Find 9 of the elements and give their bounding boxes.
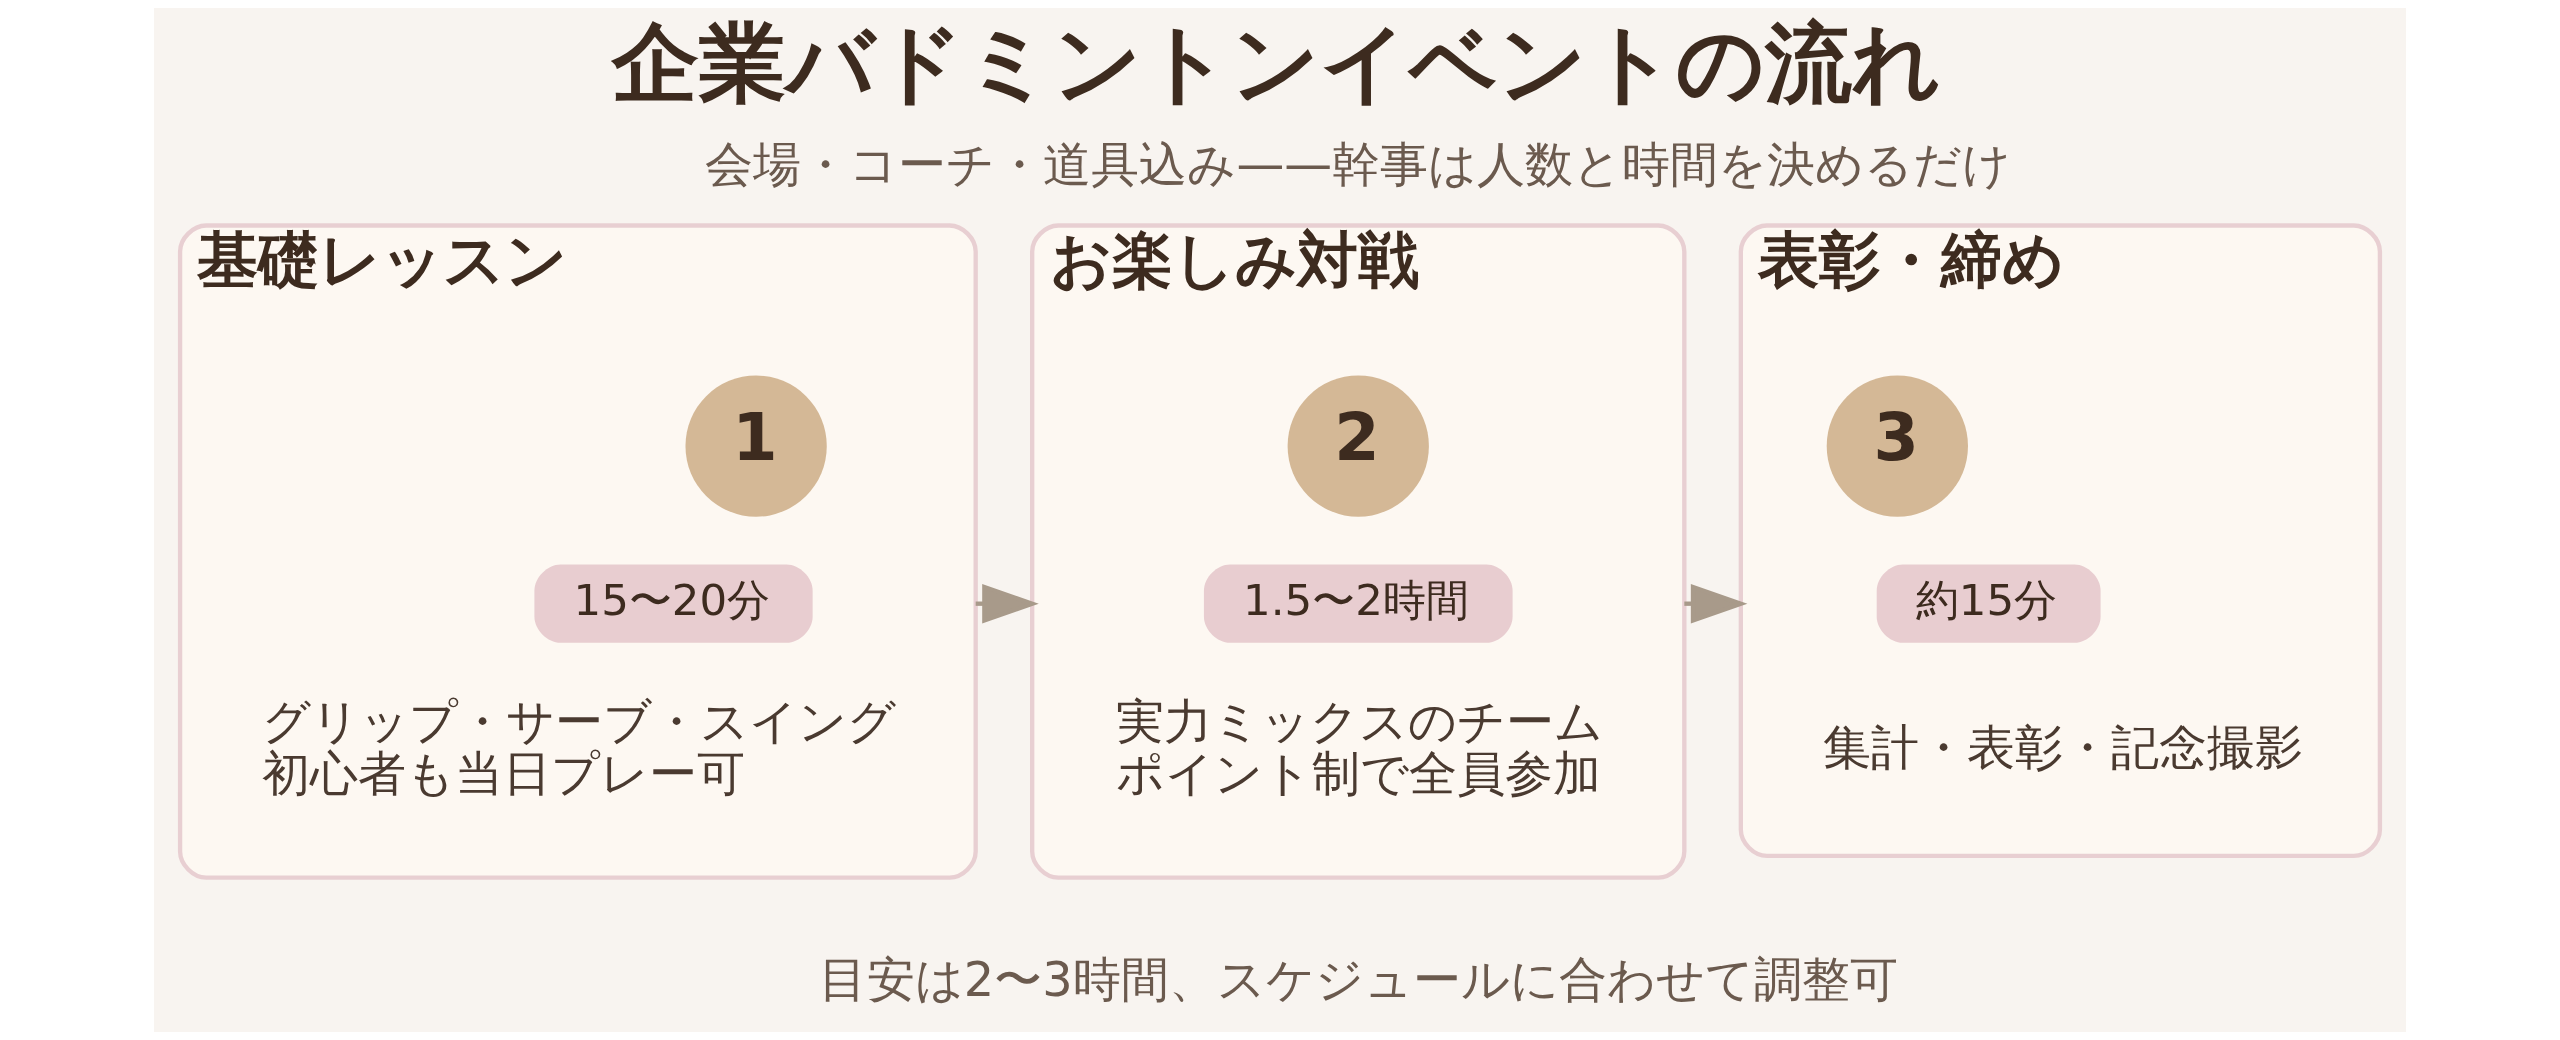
node-circle: 3 (1826, 375, 1968, 517)
label: 会場・コーチ・道具込み——幹事は人数と時間を決めるだけ (705, 137, 2012, 193)
label: 目安は2〜3時間、スケジュールに合わせて調整可 (818, 952, 1898, 1008)
node-circle: 1 (685, 375, 827, 517)
node-box: 1.5〜2時間 (1203, 564, 1513, 643)
node-box: 約15分 (1876, 564, 2101, 643)
node-box: 15〜20分 (534, 564, 813, 643)
node-circle: 2 (1287, 375, 1429, 517)
diagram-title: 企業バドミントンイベントの流れ (611, 11, 1941, 114)
